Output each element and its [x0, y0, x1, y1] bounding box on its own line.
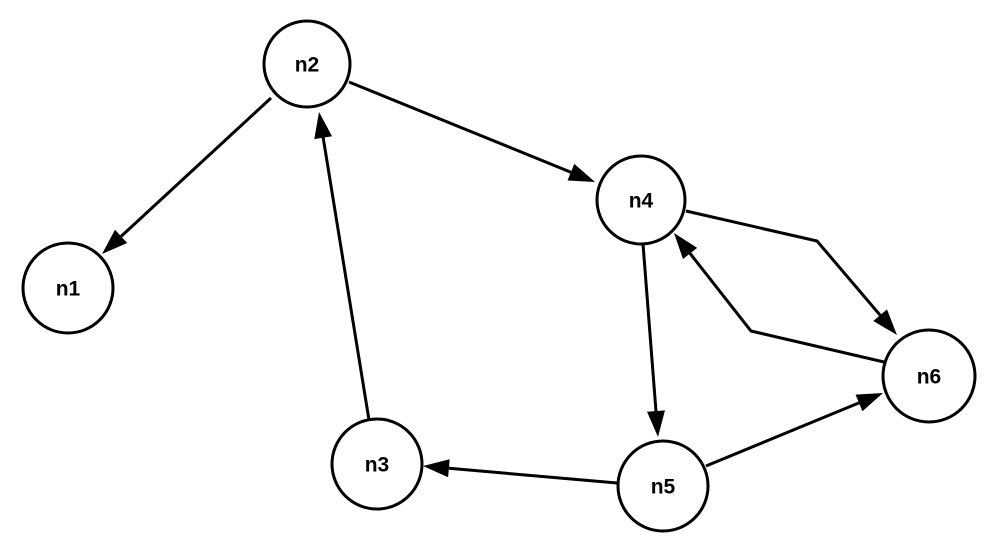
edge-line [641, 243, 658, 412]
edge-line [120, 96, 273, 238]
edge-line [688, 252, 885, 364]
edge-line [321, 137, 371, 421]
arrowhead-icon [855, 393, 883, 412]
graph-node-n3[interactable]: n3 [330, 417, 424, 511]
edge-line [448, 466, 618, 485]
arrowhead-icon [314, 112, 333, 140]
graph-node-n5[interactable]: n5 [616, 439, 710, 533]
graph-edge-n3-n2[interactable] [314, 112, 371, 421]
node-circle[interactable] [595, 154, 687, 246]
arrowhead-icon [674, 233, 698, 260]
node-circle[interactable] [262, 19, 352, 109]
edge-line [705, 401, 860, 468]
graph-edge-n2-n1[interactable] [102, 96, 273, 254]
node-circle[interactable] [616, 439, 710, 533]
node-circle[interactable] [881, 328, 977, 424]
graph-node-n6[interactable]: n6 [881, 328, 977, 424]
graph-node-n4[interactable]: n4 [595, 154, 687, 246]
graph-edge-n4-n6[interactable] [685, 209, 897, 335]
edge-line [685, 209, 882, 317]
graph-edge-n2-n4[interactable] [348, 80, 595, 182]
graph-edge-n4-n5[interactable] [641, 243, 665, 437]
arrowhead-icon [647, 410, 665, 437]
graph-node-n1[interactable]: n1 [21, 241, 115, 335]
arrowhead-icon [423, 459, 450, 478]
node-circle[interactable] [330, 417, 424, 511]
node-circle[interactable] [21, 241, 115, 335]
graph-edge-n6-n4[interactable] [674, 233, 885, 364]
graph-edge-n5-n3[interactable] [423, 459, 618, 485]
arrowhead-icon [567, 163, 595, 182]
arrowhead-icon [102, 229, 128, 254]
graph-node-n2[interactable]: n2 [262, 19, 352, 109]
graph-edge-n5-n6[interactable] [705, 393, 883, 468]
edges-layer [102, 80, 897, 485]
edge-line [348, 80, 572, 174]
arrowhead-icon [873, 309, 897, 335]
